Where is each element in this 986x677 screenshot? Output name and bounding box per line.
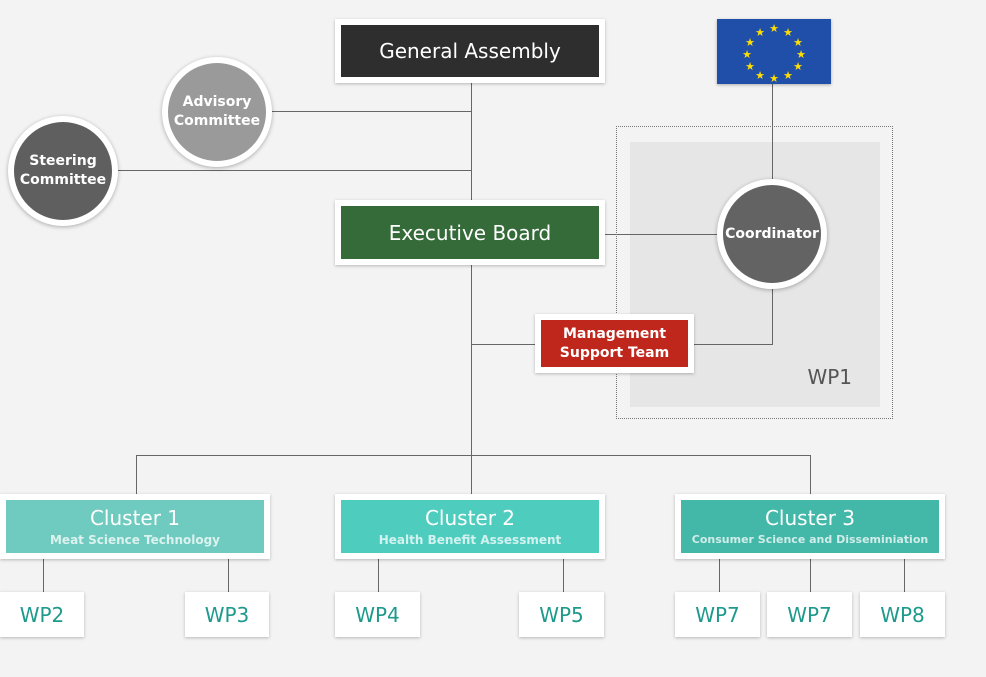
coordinator-label: Coordinator (725, 225, 819, 242)
connector-wp2 (43, 558, 44, 592)
eu-flag-icon: ★★★ ★★★ ★★★ ★★★ (717, 19, 831, 85)
svg-text:★: ★ (755, 69, 765, 82)
cluster-2-title: Cluster 2 (424, 505, 516, 530)
connector-eb-coordinator-overlay (630, 234, 720, 235)
connector-coordinator-mst-h-overlay (692, 344, 773, 345)
steering-committee-label-2: Committee (19, 172, 107, 188)
svg-text:★: ★ (745, 60, 755, 73)
svg-text:★: ★ (793, 36, 803, 49)
svg-text:★: ★ (783, 26, 793, 39)
management-support-team-label-1: Management (562, 325, 667, 342)
steering-committee-node[interactable]: Steering Committee (8, 116, 118, 226)
svg-text:★: ★ (769, 22, 779, 35)
cluster-1-fill: Cluster 1 Meat Science Technology (6, 500, 264, 553)
eu-stars: ★★★ ★★★ ★★★ ★★★ (742, 22, 806, 85)
advisory-committee-label-1: Advisory (182, 94, 252, 110)
svg-text:★: ★ (769, 72, 779, 84)
wp7b-node[interactable]: WP7 (767, 592, 852, 637)
connector-clusters-h (136, 455, 811, 456)
connector-advisory (270, 111, 471, 112)
steering-committee-label-1: Steering (29, 153, 97, 169)
connector-cluster2 (471, 455, 472, 495)
connector-wp5 (563, 558, 564, 592)
connector-eb-down (471, 265, 472, 455)
svg-text:★: ★ (755, 26, 765, 39)
svg-text:★: ★ (793, 60, 803, 73)
wp4-node[interactable]: WP4 (335, 592, 420, 637)
executive-board-fill: Executive Board (341, 206, 599, 259)
steering-committee-fill: Steering Committee (14, 122, 112, 220)
connector-ga-eb (471, 83, 472, 203)
coordinator-fill: Coordinator (723, 185, 821, 283)
management-support-team-fill: Management Support Team (541, 320, 688, 367)
cluster-1-node[interactable]: Cluster 1 Meat Science Technology (0, 494, 270, 559)
general-assembly-label: General Assembly (379, 39, 561, 63)
wp2-node[interactable]: WP2 (0, 592, 84, 637)
cluster-1-title: Cluster 1 (89, 505, 181, 530)
wp5-node[interactable]: WP5 (519, 592, 604, 637)
coordinator-node[interactable]: Coordinator (717, 179, 827, 289)
connector-wp7b (810, 558, 811, 592)
connector-wp3 (228, 558, 229, 592)
svg-text:★: ★ (796, 48, 806, 61)
advisory-committee-node[interactable]: Advisory Committee (162, 57, 272, 167)
connector-wp8 (904, 558, 905, 592)
wp8-node[interactable]: WP8 (860, 592, 945, 637)
connector-cluster1 (136, 455, 137, 495)
svg-text:★: ★ (742, 48, 752, 61)
cluster-3-fill: Cluster 3 Consumer Science and Dissemini… (681, 500, 939, 553)
connector-mst (471, 344, 537, 345)
connector-coordinator-mst-v-overlay (772, 288, 773, 345)
connector-cluster3 (810, 455, 811, 495)
wp3-node[interactable]: WP3 (185, 592, 269, 637)
management-support-team-label-2: Support Team (559, 344, 670, 361)
management-support-team-node[interactable]: Management Support Team (535, 314, 694, 373)
cluster-1-subtitle: Meat Science Technology (49, 532, 220, 547)
connector-eu-coordinator-overlay (772, 142, 773, 182)
general-assembly-node[interactable]: General Assembly (335, 19, 605, 83)
cluster-2-subtitle: Health Benefit Assessment (378, 532, 562, 547)
wp7a-node[interactable]: WP7 (675, 592, 760, 637)
connector-wp4 (378, 558, 379, 592)
advisory-committee-fill: Advisory Committee (168, 63, 266, 161)
cluster-3-node[interactable]: Cluster 3 Consumer Science and Dissemini… (675, 494, 945, 559)
wp1-label: WP1 (807, 365, 852, 389)
general-assembly-fill: General Assembly (341, 25, 599, 77)
cluster-2-node[interactable]: Cluster 2 Health Benefit Assessment (335, 494, 605, 559)
cluster-3-subtitle: Consumer Science and Disseminiation (691, 532, 929, 546)
executive-board-label: Executive Board (388, 220, 552, 245)
connector-wp7a (719, 558, 720, 592)
connector-eu-coordinator (772, 84, 773, 182)
executive-board-node[interactable]: Executive Board (335, 200, 605, 265)
wp1-dotted-border (616, 126, 893, 419)
cluster-2-fill: Cluster 2 Health Benefit Assessment (341, 500, 599, 553)
svg-text:★: ★ (745, 36, 755, 49)
cluster-3-title: Cluster 3 (764, 505, 856, 530)
connector-steering (116, 170, 471, 171)
svg-text:★: ★ (783, 69, 793, 82)
advisory-committee-label-2: Committee (173, 113, 261, 129)
